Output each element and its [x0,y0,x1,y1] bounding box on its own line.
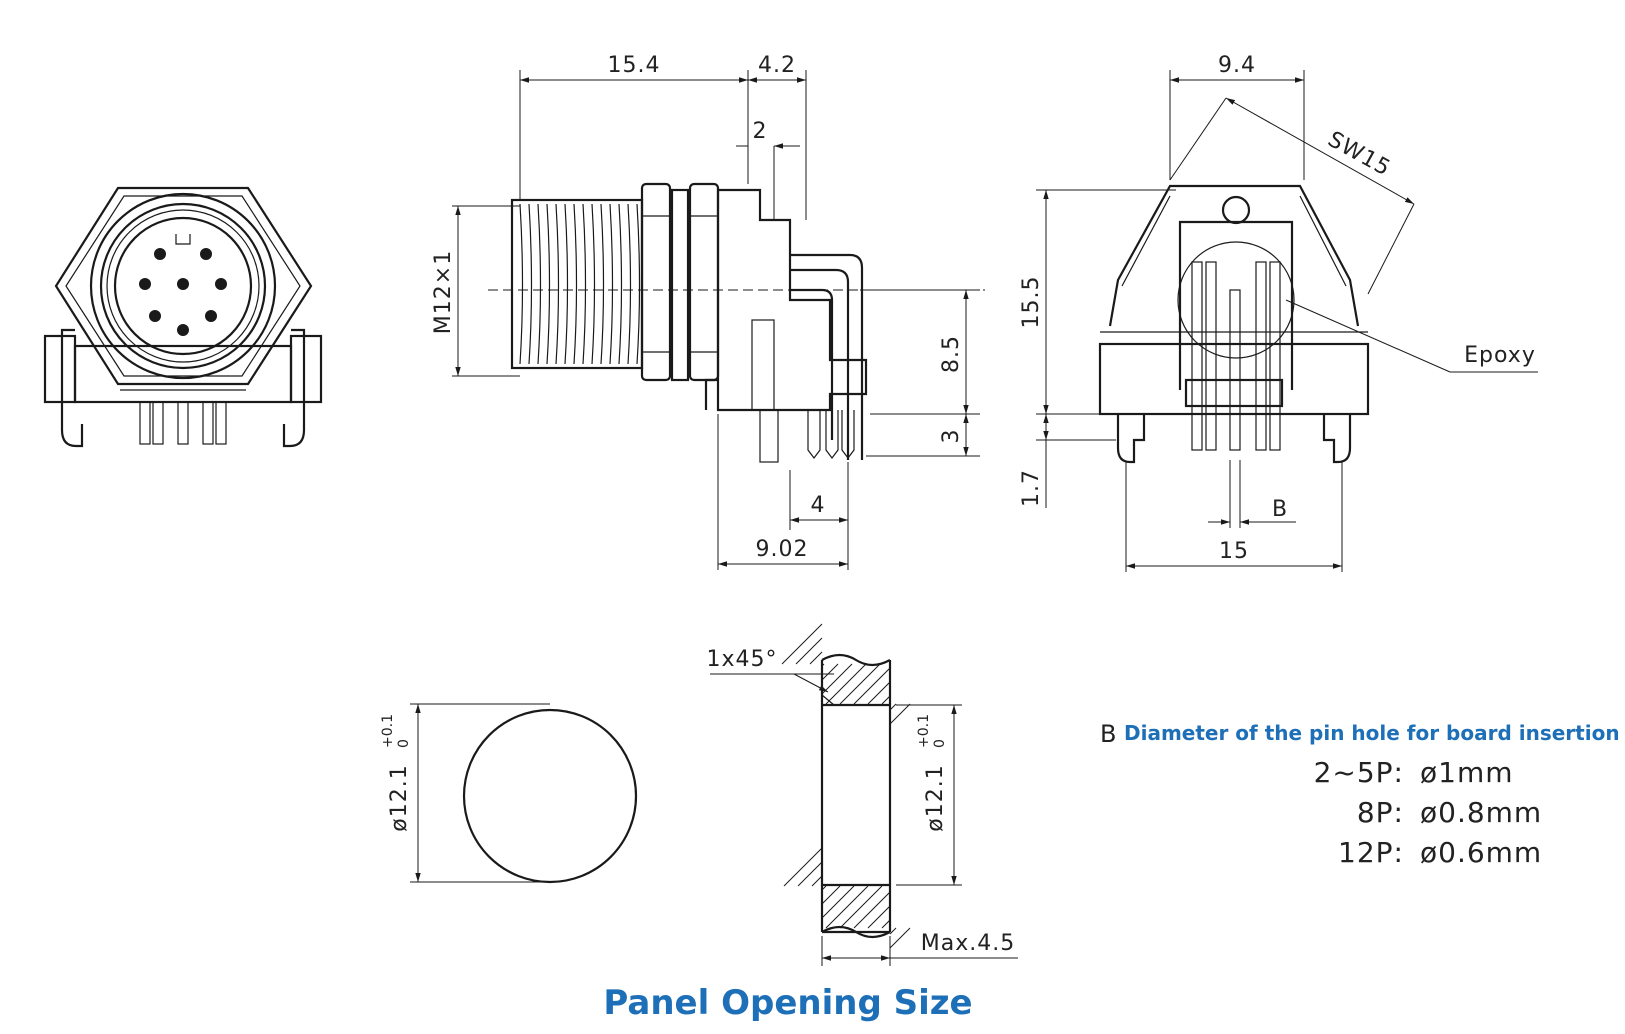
front-view [43,186,323,448]
dim-nut-gap: 2 [753,119,768,144]
dim-peg-height: 1.7 [1019,469,1044,507]
side-view [452,70,985,570]
dim-axis-height: 8.5 [939,335,964,373]
tol-zero-right: 0 [932,739,948,748]
dim-thread-length: 15.4 [608,53,661,78]
note-row-label: 12P: [1338,836,1404,869]
dim-pin-offset: 4 [811,493,826,518]
back-view [1036,70,1538,572]
epoxy-label: Epoxy [1464,343,1536,368]
caption: Panel Opening Size [603,983,972,1023]
flange-outer-circle [89,192,277,380]
panel-opening-view [410,623,1018,966]
note-row-label: 2~5P: [1314,756,1404,789]
tol-plus-right: +0.1 [916,714,932,748]
pin-holes [139,248,227,336]
pin-hole-notes: B Diameter of the pin hole for board ins… [1100,720,1620,869]
note-row-value: ø1mm [1420,756,1514,789]
note-row-value: ø0.8mm [1420,796,1542,829]
dim-pin-length: 3 [939,429,964,444]
tol-zero-left: 0 [396,739,412,748]
dim-total-depth: 9.02 [756,537,809,562]
dim-max-thickness: Max.4.5 [921,931,1015,956]
dim-body-height: 15.5 [1019,276,1044,329]
note-title: Diameter of the pin hole for board inser… [1124,721,1620,745]
dim-body-width: 9.4 [1218,53,1256,78]
note-symbol: B [1100,720,1116,748]
hex-nut-outline [54,186,313,386]
dim-flange-length: 4.2 [758,53,796,78]
panel-hole-circle [462,708,638,884]
panel-section [781,623,911,949]
dim-pin-pitch: B [1272,497,1288,522]
dim-panel-hole-left: ø12.1 [387,764,412,831]
note-row-label: 8P: [1357,796,1404,829]
dim-panel-hole-right: ø12.1 [923,764,948,831]
tol-plus-left: +0.1 [380,714,396,748]
dim-thread-spec: M12×1 [431,250,456,334]
dim-footprint-width: 15 [1219,539,1249,564]
dim-chamfer: 1x45° [706,647,777,672]
note-row-value: ø0.6mm [1420,836,1542,869]
